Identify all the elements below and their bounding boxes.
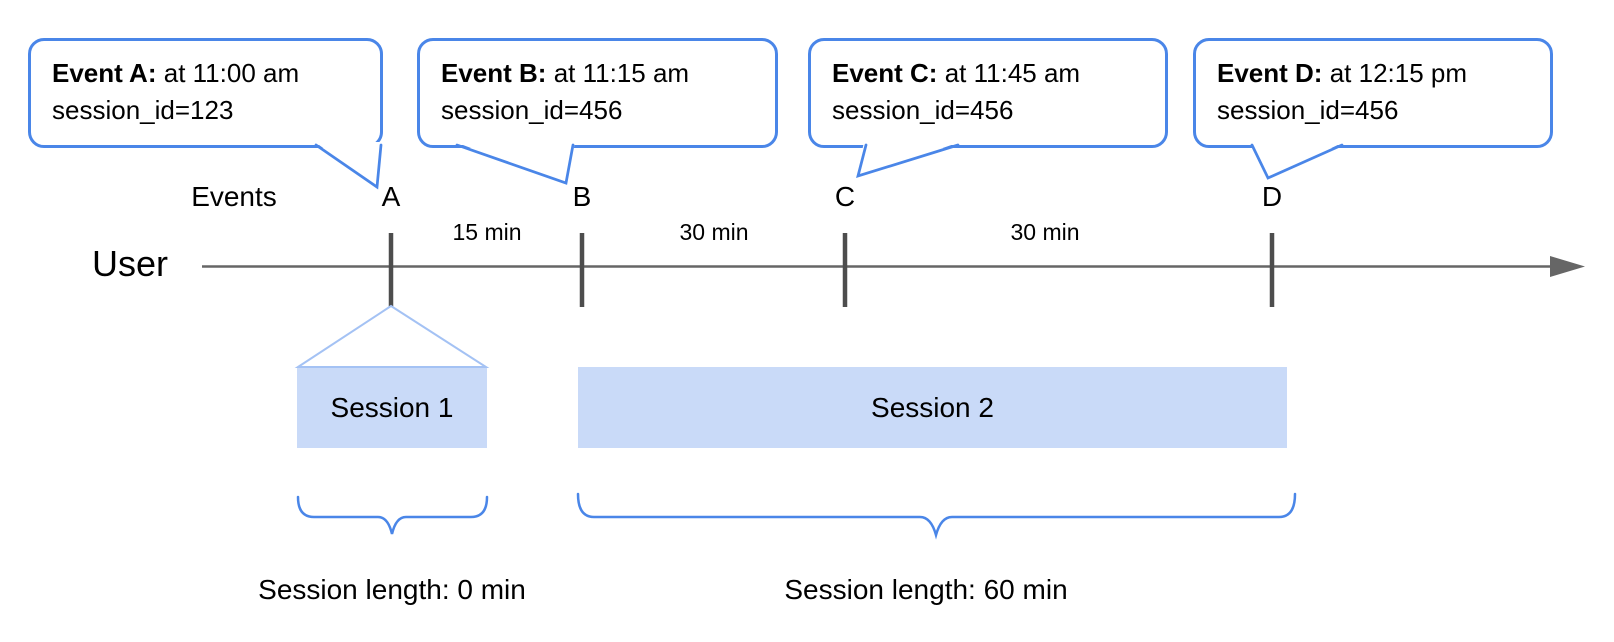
session-1-label: Session 1 [330, 391, 454, 423]
session-1-length-label: Session length: 0 min [258, 574, 526, 605]
callout-event-d: Event D: at 12:15 pm session_id=456 [1193, 38, 1553, 148]
session-2-label: Session 2 [871, 391, 994, 423]
tick-event-b [579, 233, 585, 307]
callout-event-b-title: Event B: [441, 58, 547, 88]
event-letter-a: A [381, 181, 401, 212]
callout-event-b: Event B: at 11:15 am session_id=456 [417, 38, 778, 148]
tick-event-a [388, 233, 394, 307]
session-2-box: Session 2 [578, 367, 1287, 448]
callout-event-c: Event C: at 11:45 am session_id=456 [808, 38, 1168, 148]
callout-event-d-time: at 12:15 pm [1329, 58, 1468, 88]
tick-event-d [1269, 233, 1275, 307]
callout-tail-c [856, 143, 960, 179]
event-letter-d: D [1261, 181, 1283, 212]
callout-event-a: Event A: at 11:00 am session_id=123 [28, 38, 383, 148]
callout-event-d-session: session_id=456 [1217, 95, 1399, 125]
interval-b-c-label: 30 min [679, 219, 749, 245]
event-letter-b: B [572, 181, 592, 212]
callout-event-b-session: session_id=456 [441, 95, 623, 125]
callout-event-a-session: session_id=123 [52, 95, 234, 125]
callout-event-a-title: Event A: [52, 58, 157, 88]
user-row-label: User [92, 243, 169, 284]
session-2-length-label: Session length: 60 min [784, 574, 1068, 605]
timeline-arrow-icon [1550, 256, 1585, 277]
callout-tail-b [455, 143, 575, 185]
callout-event-c-title: Event C: [832, 58, 938, 88]
interval-c-d-label: 30 min [1010, 219, 1080, 245]
session-1-box: Session 1 [297, 367, 487, 448]
callout-tail-b-mask [455, 142, 575, 184]
callout-event-d-title: Event D: [1217, 58, 1323, 88]
interval-a-b-label: 15 min [452, 219, 522, 245]
session-2-brace [576, 492, 1297, 540]
events-row-label: Events [191, 181, 277, 212]
callout-event-a-time: at 11:00 am [163, 58, 300, 88]
callout-tail-d [1250, 143, 1344, 180]
event-letter-c: C [834, 181, 856, 212]
callout-event-b-time: at 11:15 am [553, 58, 690, 88]
callout-event-c-time: at 11:45 am [944, 58, 1081, 88]
tick-event-c [842, 233, 848, 307]
session-1-brace [296, 495, 489, 535]
callout-event-c-session: session_id=456 [832, 95, 1014, 125]
session-1-funnel [294, 304, 490, 368]
